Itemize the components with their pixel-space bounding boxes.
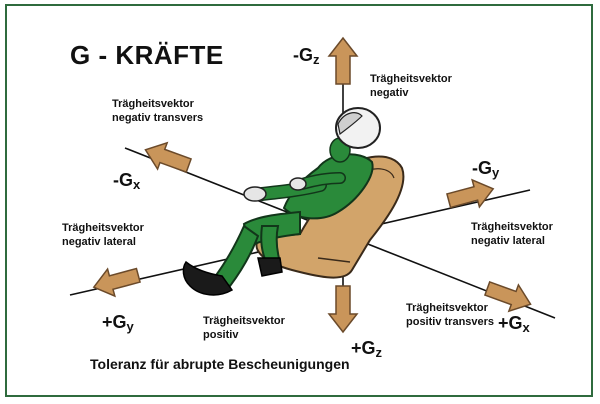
- page-title: G - KRÄFTE: [70, 40, 224, 70]
- arrow-neg-gz-icon: [328, 37, 358, 85]
- axis-label-neg-gz: -Gz: [293, 45, 320, 67]
- caption: Toleranz für abrupte Bescheunigungen: [90, 356, 350, 372]
- pilot-illustration: [182, 107, 381, 296]
- axis-label-neg-gy: -Gy: [472, 158, 500, 180]
- axis-label-pos-gz: +Gz: [351, 338, 383, 360]
- axis-label-neg-gx: -Gx: [113, 170, 141, 192]
- axis-label-pos-gx: +Gx: [498, 313, 530, 335]
- arrow-pos-gz-icon: [328, 285, 358, 333]
- seat-illustration: [255, 155, 405, 279]
- arrow-pos-gy-icon: [89, 261, 143, 302]
- axis-label-pos-gy: +Gy: [102, 312, 134, 334]
